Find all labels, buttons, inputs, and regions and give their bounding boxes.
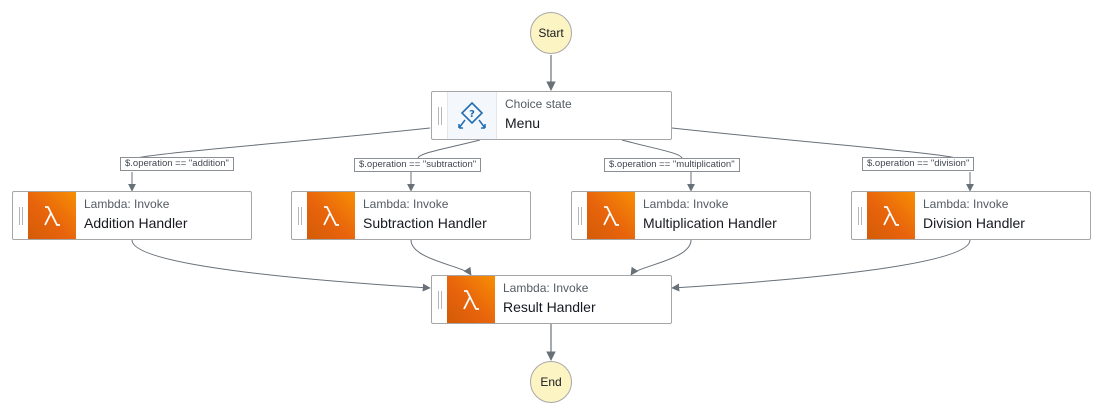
drag-handle[interactable] (13, 192, 28, 239)
subtraction-handler-node[interactable]: Lambda: Invoke Subtraction Handler (291, 191, 531, 240)
node-name-label: Addition Handler (84, 215, 188, 231)
node-kind-label: Lambda: Invoke (503, 281, 589, 295)
addition-handler-node[interactable]: Lambda: Invoke Addition Handler (12, 191, 252, 240)
end-label: End (540, 375, 562, 389)
node-kind-label: Lambda: Invoke (643, 197, 729, 211)
condition-label-subtraction[interactable]: $.operation == "subtraction" (354, 158, 482, 172)
lambda-icon (28, 192, 76, 239)
result-handler-node[interactable]: Lambda: Invoke Result Handler (431, 275, 672, 324)
drag-handle[interactable] (292, 192, 307, 239)
node-kind-label: Lambda: Invoke (923, 197, 1009, 211)
edge-addition-to-result (131, 239, 431, 292)
edge-multiplication-to-result (630, 239, 692, 276)
node-name-label: Result Handler (503, 299, 596, 315)
node-name-label: Division Handler (923, 215, 1025, 231)
edge-subtraction-to-result (410, 239, 472, 276)
condition-label-addition[interactable]: $.operation == "addition" (120, 157, 234, 171)
edge-menu-to-addition (132, 127, 431, 191)
lambda-icon (867, 192, 915, 239)
lambda-icon (307, 192, 355, 239)
node-kind-label: Choice state (505, 97, 572, 111)
menu-choice-node[interactable]: ? Choice state Menu (431, 91, 672, 140)
edge-menu-to-division (671, 127, 970, 191)
node-name-label: Menu (505, 115, 541, 131)
start-label: Start (538, 26, 564, 40)
choice-state-icon: ? (447, 92, 497, 139)
condition-label-division[interactable]: $.operation == "division" (862, 157, 975, 171)
drag-handle[interactable] (852, 192, 867, 239)
lambda-icon (587, 192, 635, 239)
end-node[interactable]: End (530, 361, 572, 403)
condition-label-multiplication[interactable]: $.operation == "multiplication" (604, 158, 740, 172)
start-node[interactable]: Start (530, 12, 572, 54)
svg-text:?: ? (469, 109, 475, 120)
node-kind-label: Lambda: Invoke (363, 197, 449, 211)
division-handler-node[interactable]: Lambda: Invoke Division Handler (851, 191, 1091, 240)
edge-menu-to-subtraction (411, 139, 481, 191)
node-name-label: Multiplication Handler (643, 215, 777, 231)
edge-menu-to-multiplication (621, 139, 691, 191)
node-kind-label: Lambda: Invoke (84, 197, 170, 211)
node-name-label: Subtraction Handler (363, 215, 487, 231)
edge-division-to-result (671, 239, 971, 292)
drag-handle[interactable] (432, 276, 447, 323)
drag-handle[interactable] (432, 92, 447, 139)
drag-handle[interactable] (572, 192, 587, 239)
multiplication-handler-node[interactable]: Lambda: Invoke Multiplication Handler (571, 191, 811, 240)
lambda-icon (447, 276, 495, 323)
